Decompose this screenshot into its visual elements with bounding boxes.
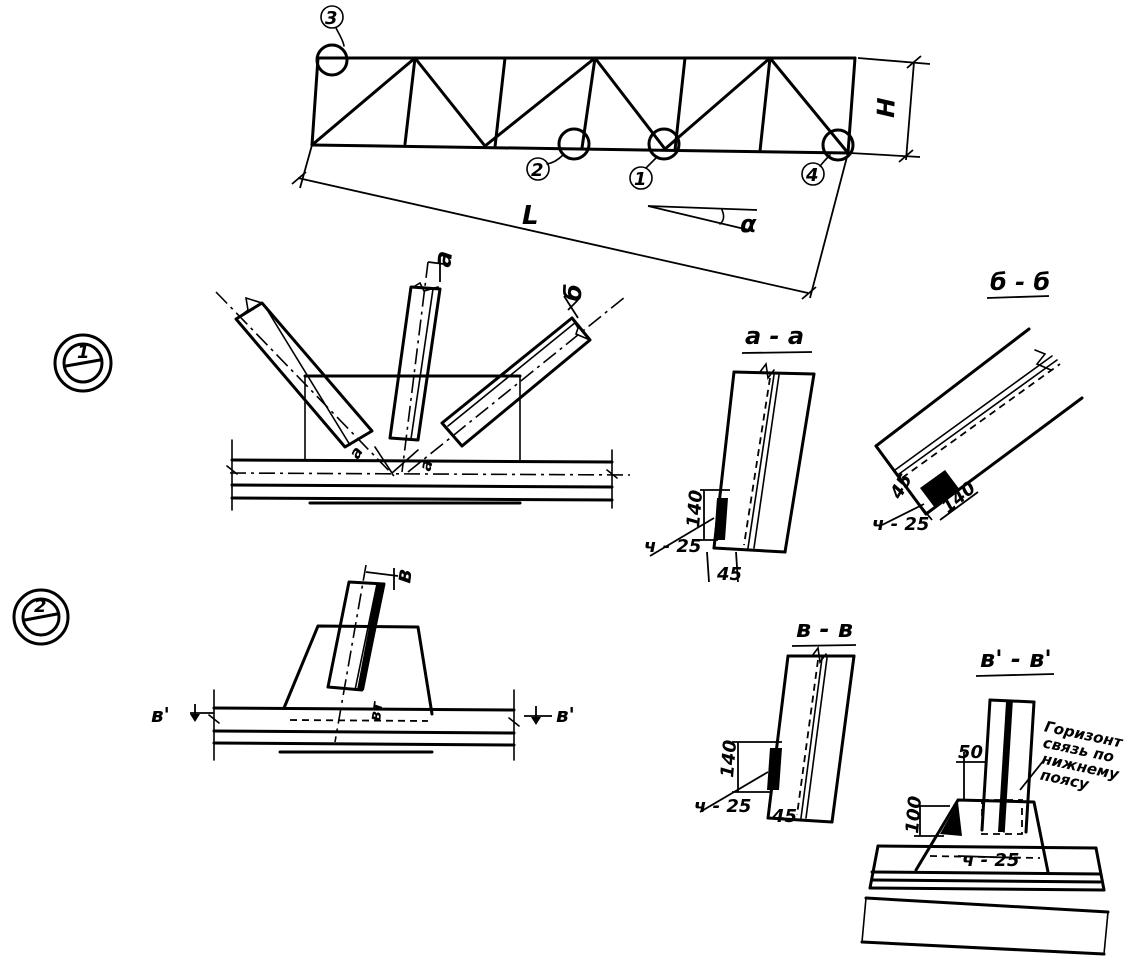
section-v-v-weld bbox=[767, 748, 782, 790]
section-v-v-title-underline bbox=[791, 644, 857, 647]
section-a-a-title: а - а bbox=[745, 322, 804, 350]
section-v-v-dim-140: 140 bbox=[717, 739, 741, 778]
node-1-left-diagonal bbox=[215, 291, 396, 478]
section-v-v: в - в 140 45 ч - 25 bbox=[694, 615, 857, 827]
truss-overview: 3 2 1 4 L H α bbox=[291, 5, 931, 300]
section-v1-v1-note: Горизонт связь по нижнему поясу bbox=[1039, 717, 1126, 793]
node-1-bottom-chord bbox=[226, 439, 631, 511]
cut-v1-left-marker bbox=[190, 704, 214, 722]
node-1-marker-outer bbox=[53, 333, 113, 393]
section-v-v-title: в - в bbox=[796, 615, 853, 643]
node-2-marker-outer bbox=[12, 588, 70, 646]
slope-label: α bbox=[740, 210, 757, 238]
node-1-gusset bbox=[303, 374, 522, 461]
span-dimension bbox=[291, 144, 849, 300]
section-b-b: б - б 45 140 ч - 25 bbox=[872, 268, 1084, 535]
height-label: H bbox=[872, 97, 901, 118]
node-2-bottom-chord bbox=[208, 689, 520, 761]
cut-line-v-marker bbox=[365, 568, 399, 590]
node-2-detail: 2 в вт в' bbox=[12, 564, 575, 761]
cut-v-label: в bbox=[391, 567, 418, 584]
section-a-a-dim-140: 140 bbox=[683, 489, 707, 528]
section-v1-v1-gusset bbox=[914, 798, 1050, 874]
node-1-vertical-strut bbox=[388, 261, 442, 473]
section-a-a: а - а 140 45 ч - 25 bbox=[644, 322, 816, 585]
mark-a-right: а bbox=[416, 458, 437, 473]
cut-line-b-marker bbox=[563, 295, 579, 319]
mark-vt: вт bbox=[365, 699, 387, 723]
node-2-strut bbox=[326, 564, 386, 743]
node-label-1: 1 bbox=[634, 169, 647, 190]
node-label-4: 4 bbox=[805, 165, 819, 186]
node-1-marker-label: 1 bbox=[77, 342, 90, 363]
section-b-b-title-underline bbox=[986, 295, 1050, 299]
cut-line-a-marker bbox=[427, 255, 445, 282]
cut-b-label: б bbox=[558, 282, 588, 302]
section-b-b-weld bbox=[920, 470, 960, 508]
section-v1-v1-title-underline bbox=[975, 673, 1055, 677]
cut-a-label: а bbox=[428, 249, 458, 269]
section-b-b-dim-45: 45 bbox=[886, 470, 917, 503]
section-b-b-plate: ч - 25 bbox=[872, 514, 929, 535]
section-v1-v1-dim-50: 50 bbox=[958, 742, 983, 763]
section-v-v-dim-45: 45 bbox=[771, 806, 797, 827]
node-1-detail: 1 bbox=[53, 249, 631, 511]
truss-web bbox=[310, 56, 850, 155]
node-label-3: 3 bbox=[325, 8, 338, 29]
section-v1-v1-weld bbox=[940, 802, 962, 836]
node-2-marker-label: 2 bbox=[34, 596, 47, 617]
section-v1-v1-title: в' - в' bbox=[980, 645, 1052, 673]
node-circle-3 bbox=[315, 43, 349, 77]
section-a-a-weld bbox=[714, 498, 728, 540]
node-1-right-diagonal bbox=[407, 296, 626, 473]
section-v-v-plate: ч - 25 bbox=[694, 796, 751, 817]
node-circle-1 bbox=[647, 127, 681, 161]
section-a-a-plate: ч - 25 bbox=[644, 536, 701, 557]
cut-v1-left-label: в' bbox=[151, 703, 170, 727]
slope-angle-symbol bbox=[647, 205, 758, 232]
bottom-chord bbox=[310, 143, 850, 155]
node-label-2: 2 bbox=[531, 160, 544, 181]
cut-v1-right-label: в' bbox=[556, 703, 575, 727]
section-a-a-title-underline bbox=[741, 351, 813, 354]
cut-v1-right-marker bbox=[524, 706, 552, 725]
section-b-b-title: б - б bbox=[990, 268, 1050, 296]
node-circle-2 bbox=[557, 127, 591, 161]
section-v1-v1-plate: ч - 25 bbox=[962, 850, 1019, 871]
section-v1-v1: в' - в' 50 100 ч - 25 Горизонт bbox=[860, 645, 1126, 956]
section-v1-v1-dim-100: 100 bbox=[902, 795, 926, 834]
height-dimension bbox=[849, 55, 931, 163]
span-label: L bbox=[522, 201, 539, 231]
section-a-a-dim-45: 45 bbox=[716, 564, 742, 585]
left-post bbox=[310, 56, 320, 147]
node-2-gusset bbox=[282, 624, 434, 716]
node-circle-4 bbox=[821, 128, 855, 162]
